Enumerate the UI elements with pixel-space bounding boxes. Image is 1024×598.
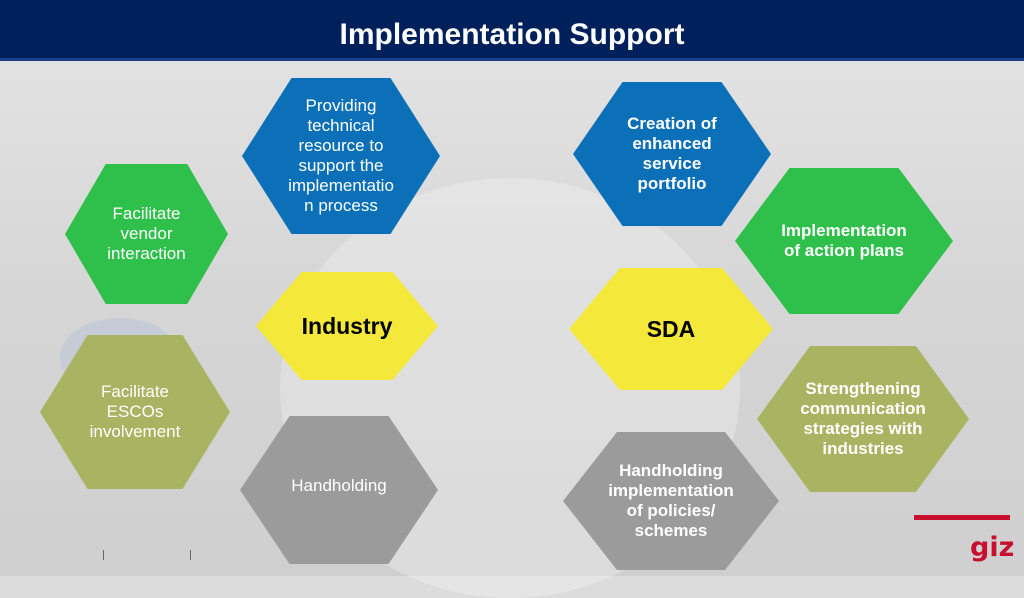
hex-communication-label: Strengthening communication strategies w… — [800, 379, 926, 458]
footer-divider-left — [103, 550, 104, 560]
hex-action-plans-label: Implementation of action plans — [781, 221, 907, 260]
background-photo — [0, 58, 1024, 598]
giz-accent-bar — [914, 515, 1010, 520]
giz-logo: giz — [970, 532, 1015, 563]
hex-enhanced-service-label: Creation of enhanced service portfolio — [627, 114, 717, 193]
hex-enhanced-service: Creation of enhanced service portfolio — [573, 82, 771, 226]
hex-escos-label: Facilitate ESCOs involvement — [89, 382, 181, 441]
hex-handholding-policies-label: Handholding implementation of policies/ … — [608, 461, 734, 540]
hex-sda: SDA — [569, 268, 773, 390]
hex-technical-resource-label: Providing technical resource to support … — [288, 96, 394, 215]
hex-industry-label: Industry — [301, 313, 393, 339]
hex-handholding-label: Handholding — [291, 476, 387, 495]
page-title: Implementation Support — [339, 18, 685, 51]
hex-industry: Industry — [256, 272, 438, 380]
footer-divider-right — [190, 550, 191, 560]
title-bar: Implementation Support — [0, 0, 1024, 61]
hex-handholding-policies: Handholding implementation of policies/ … — [563, 432, 779, 570]
hex-sda-label: SDA — [646, 316, 696, 342]
hex-vendor-interaction-label: Facilitate vendor interaction — [107, 204, 186, 263]
hex-technical-resource: Providing technical resource to support … — [242, 78, 440, 234]
